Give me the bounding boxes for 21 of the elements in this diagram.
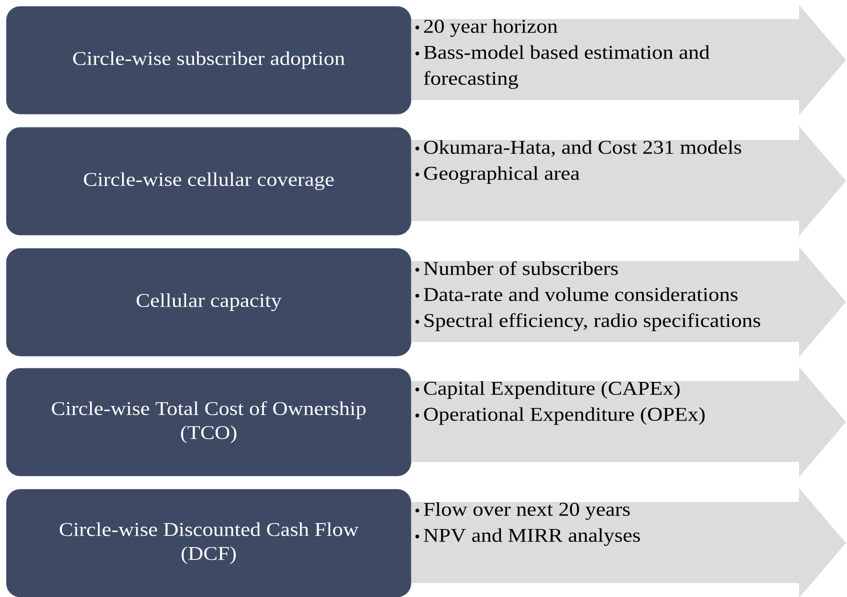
bullet-text: Capital Expenditure (CAPEx) [424,381,680,399]
process-box: Circle-wise Discounted Cash Flow (DCF) [6,489,412,597]
chevron-panel [412,488,846,597]
chevron-panel [412,5,846,115]
bullet-text: Data-rate and volume considerations [424,287,738,302]
bullet-text: Number of subscribers [424,261,618,276]
bullet-text: Flow over next 20 years [424,502,630,520]
process-box: Circle-wise cellular coverage [6,127,412,236]
bullet-text: Spectral efficiency, radio specifications [424,313,760,332]
chevron-panel [412,247,846,357]
process-box: Circle-wise subscriber adoption [6,6,412,114]
bullet-text: Geographical area [424,166,580,184]
chevron-panel [412,366,846,477]
bullet-text: Bass-model based estimation and forecasting [424,45,710,89]
bullet-text: Operational Expenditure (OPEx) [424,407,705,425]
chevron-panel [412,126,846,236]
bullet-text: NPV and MIRR analyses [424,528,640,546]
bullet-text: Okumara-Hata, and Cost 231 models [424,140,742,157]
bullet-text: 20 year horizon [424,19,558,37]
process-box: Cellular capacity [6,248,412,356]
process-box: Circle-wise Total Cost of Ownership (TCO) [6,368,412,476]
